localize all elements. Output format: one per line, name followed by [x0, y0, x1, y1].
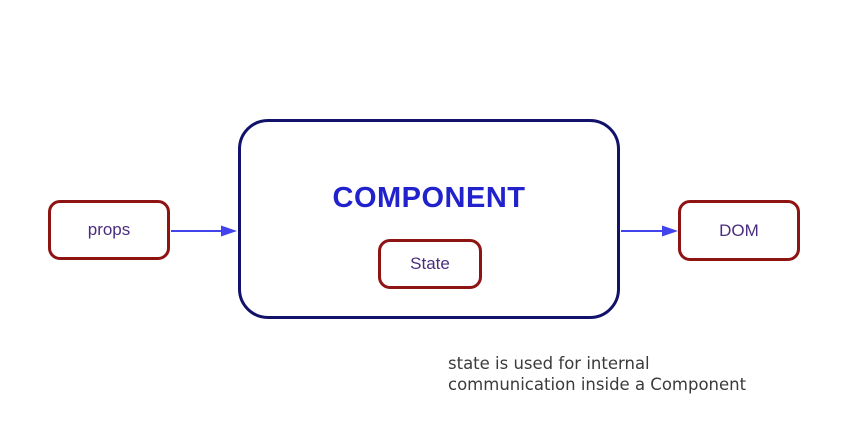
component-title: COMPONENT: [332, 182, 526, 214]
component-box: COMPONENT: [238, 119, 620, 319]
caption-line-2: communication inside a Component: [448, 375, 747, 394]
arrow-right-icon: [621, 225, 678, 237]
caption-line-1: state is used for internal: [448, 354, 650, 373]
state-label: State: [410, 254, 450, 273]
arrow-right-icon: [171, 225, 237, 237]
props-box: props: [48, 200, 170, 260]
dom-box: DOM: [678, 200, 800, 261]
caption: state is used for internal communication…: [448, 353, 746, 395]
props-label: props: [87, 220, 131, 239]
dom-label: DOM: [719, 220, 759, 240]
state-box: State: [378, 239, 482, 289]
